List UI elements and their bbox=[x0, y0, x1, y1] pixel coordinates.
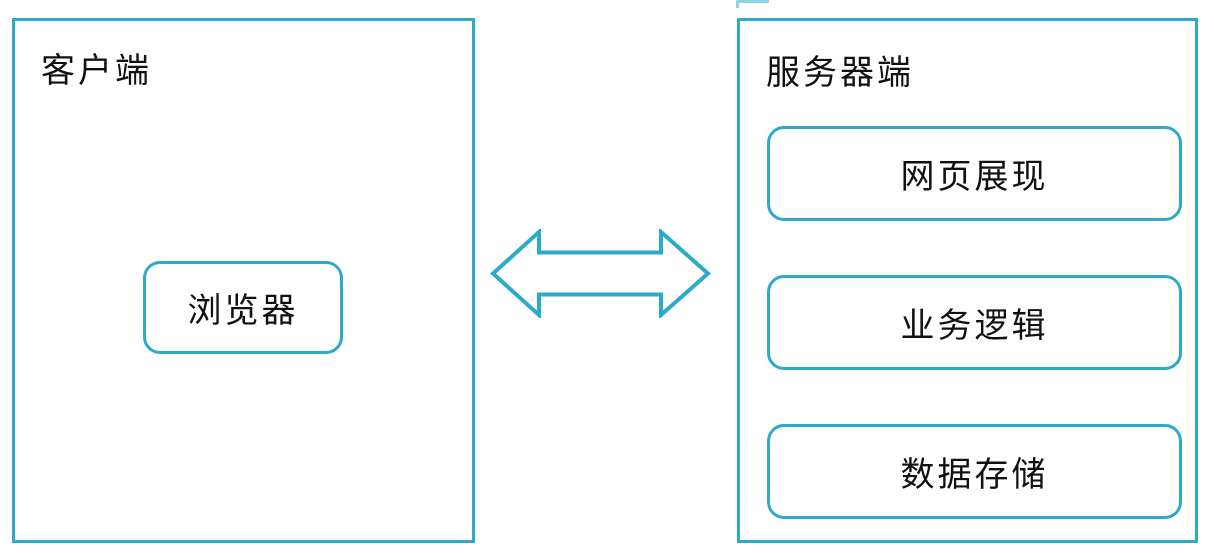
node-web-display-label: 网页展现 bbox=[900, 159, 1049, 196]
node-browser: 浏览器 bbox=[143, 261, 343, 354]
node-data-storage-label: 数据存储 bbox=[900, 457, 1049, 494]
node-browser-label: 浏览器 bbox=[187, 293, 299, 330]
node-data-storage: 数据存储 bbox=[767, 424, 1182, 519]
node-web-display: 网页展现 bbox=[767, 126, 1182, 221]
node-business-logic: 业务逻辑 bbox=[767, 275, 1182, 370]
server-panel: 服务器端 网页展现 业务逻辑 数据存储 bbox=[737, 18, 1198, 543]
bidirectional-arrow-icon bbox=[490, 229, 711, 318]
client-panel: 客户端 浏览器 bbox=[12, 18, 475, 543]
node-business-logic-label: 业务逻辑 bbox=[900, 308, 1049, 345]
server-panel-title: 服务器端 bbox=[766, 55, 914, 92]
client-panel-title: 客户端 bbox=[41, 53, 152, 90]
border-artifact-fragment bbox=[736, 0, 769, 8]
